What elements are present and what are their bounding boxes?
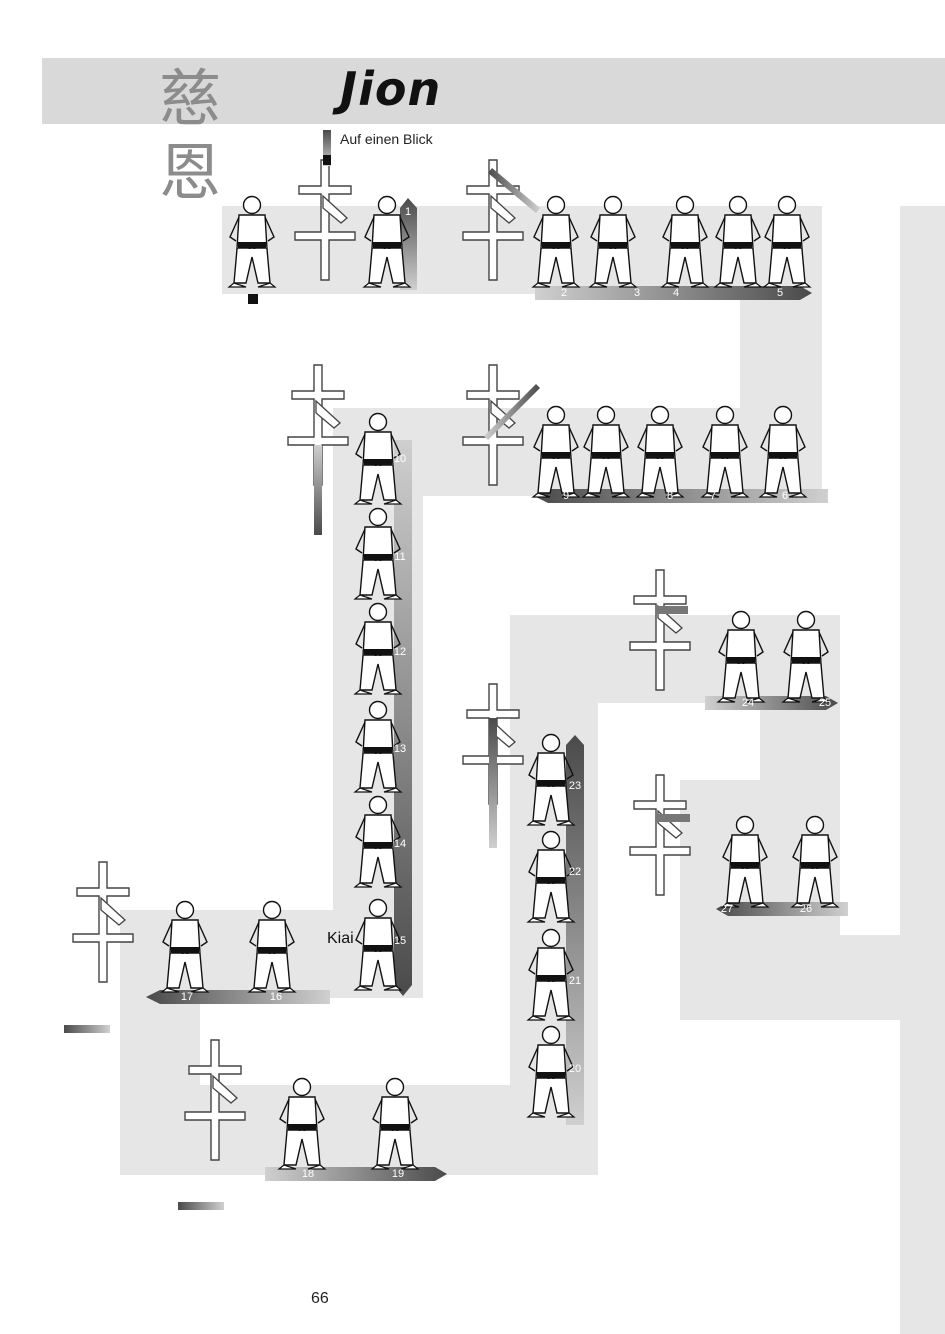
direction-arrow-icon bbox=[716, 902, 848, 916]
step-number-1: 1 bbox=[405, 206, 411, 218]
step-number-19: 19 bbox=[392, 1168, 404, 1180]
step-number-15: 15 bbox=[394, 935, 406, 947]
step-number-6: 6 bbox=[782, 490, 788, 502]
step-number-11: 11 bbox=[394, 551, 405, 563]
kanji-char: 慈 bbox=[158, 62, 221, 135]
page-title: Jion bbox=[340, 62, 442, 116]
direction-arrows bbox=[146, 198, 848, 1181]
step-number-4: 4 bbox=[673, 287, 679, 299]
direction-arrow-icon bbox=[146, 990, 330, 1004]
step-number-17: 17 bbox=[181, 991, 193, 1003]
step-number-10: 10 bbox=[394, 453, 406, 465]
step-number-16: 16 bbox=[270, 991, 282, 1003]
title-band bbox=[42, 58, 945, 124]
step-number-7: 7 bbox=[710, 490, 716, 502]
embusen-diagrams bbox=[64, 130, 691, 1210]
step-number-21: 21 bbox=[569, 975, 581, 987]
step-number-22: 22 bbox=[569, 866, 581, 878]
step-number-23: 23 bbox=[569, 780, 581, 792]
step-number-13: 13 bbox=[394, 743, 406, 755]
step-number-2: 2 bbox=[561, 287, 567, 299]
step-number-27: 27 bbox=[721, 903, 733, 915]
figures bbox=[160, 195, 840, 1171]
page-number: 66 bbox=[311, 1290, 329, 1307]
embusen-path bbox=[120, 206, 945, 1334]
subtitle: Auf einen Blick bbox=[340, 131, 433, 147]
step-number-8: 8 bbox=[667, 490, 673, 502]
step-number-3: 3 bbox=[634, 287, 640, 299]
step-number-5: 5 bbox=[777, 287, 783, 299]
direction-arrow-icon bbox=[265, 1167, 447, 1181]
direction-arrow-icon bbox=[705, 696, 838, 710]
step-number-18: 18 bbox=[302, 1168, 314, 1180]
step-number-25: 25 bbox=[819, 697, 831, 709]
kanji-char: 恩 bbox=[158, 136, 221, 209]
step-number-14: 14 bbox=[394, 838, 406, 850]
step-number-24: 24 bbox=[742, 697, 754, 709]
direction-arrow-icon bbox=[394, 440, 412, 996]
direction-arrow-icon bbox=[566, 735, 584, 1125]
step-number-12: 12 bbox=[394, 646, 406, 658]
kiai-label: Kiai bbox=[327, 930, 354, 947]
step-number-26: 26 bbox=[800, 903, 812, 915]
step-number-9: 9 bbox=[563, 490, 569, 502]
kata-kanji: 慈 恩 bbox=[150, 62, 230, 210]
direction-arrow-icon bbox=[535, 286, 812, 300]
step-number-20: 20 bbox=[569, 1063, 581, 1075]
